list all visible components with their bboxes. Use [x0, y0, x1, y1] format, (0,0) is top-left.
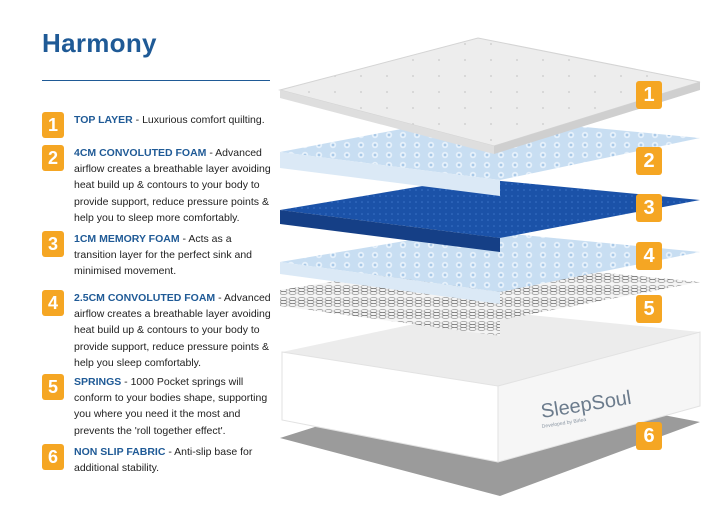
- feature-heading: 2.5CM CONVOLUTED FOAM: [74, 292, 216, 304]
- feature-heading: NON SLIP FABRIC: [74, 446, 166, 458]
- base-top: [282, 310, 700, 386]
- feature-convoluted-foam-2-5cm: 4 2.5CM CONVOLUTED FOAM - Advanced airfl…: [42, 290, 274, 371]
- number-badge-1: 1: [42, 112, 64, 138]
- top-layer-front: [280, 90, 494, 154]
- foam-2-front: [280, 152, 500, 196]
- feature-springs: 5 SPRINGS - 1000 Pocket springs will con…: [42, 374, 274, 439]
- feature-text: TOP LAYER - Luxurious comfort quilting.: [74, 112, 274, 128]
- foam-4-front: [280, 262, 500, 304]
- title-divider: [42, 80, 270, 81]
- layer-badge-3: 3: [636, 194, 662, 222]
- feature-convoluted-foam-4cm: 2 4CM CONVOLUTED FOAM - Advanced airflow…: [42, 145, 274, 226]
- layer-badge-1: 1: [636, 81, 662, 109]
- feature-text: SPRINGS - 1000 Pocket springs will confo…: [74, 374, 274, 439]
- feature-heading: SPRINGS: [74, 376, 122, 388]
- memory-foam-front: [280, 210, 500, 252]
- layer-badge-4: 4: [636, 242, 662, 270]
- feature-heading: 4CM CONVOLUTED FOAM: [74, 147, 207, 159]
- feature-description: - Advanced airflow creates a breathable …: [74, 147, 271, 224]
- mattress-exploded-diagram: SleepSoul Developed by Birlea: [278, 37, 701, 496]
- number-badge-4: 4: [42, 290, 64, 316]
- layer-3-memory-foam: [280, 178, 700, 238]
- layer-badge-6: 6: [636, 422, 662, 450]
- feature-top-layer: 1 TOP LAYER - Luxurious comfort quilting…: [42, 112, 274, 138]
- layer-badge-5: 5: [636, 295, 662, 323]
- springs-front: [280, 290, 500, 336]
- mattress-layers-illustration: SleepSoul Developed by Birlea 1 2 3 4 5 …: [270, 20, 720, 508]
- feature-description: - Acts as a transition layer for the per…: [74, 233, 253, 278]
- number-badge-5: 5: [42, 374, 64, 400]
- feature-heading: TOP LAYER: [74, 114, 133, 126]
- feature-non-slip-fabric: 6 NON SLIP FABRIC - Anti-slip base for a…: [42, 444, 274, 476]
- number-badge-2: 2: [42, 145, 64, 171]
- feature-description: - Luxurious comfort quilting.: [132, 114, 265, 126]
- feature-description: - Advanced airflow creates a breathable …: [74, 292, 271, 369]
- base-right-side: [497, 331, 701, 463]
- feature-memory-foam: 3 1CM MEMORY FOAM - Acts as a transition…: [42, 231, 274, 280]
- feature-text: 2.5CM CONVOLUTED FOAM - Advanced airflow…: [74, 290, 274, 371]
- feature-heading: 1CM MEMORY FOAM: [74, 233, 180, 245]
- feature-text: NON SLIP FABRIC - Anti-slip base for add…: [74, 444, 274, 476]
- number-badge-3: 3: [42, 231, 64, 257]
- layer-4-convoluted-foam: [280, 230, 700, 292]
- feature-description: - Anti-slip base for additional stabilit…: [74, 446, 253, 475]
- feature-description: - 1000 Pocket springs will conform to yo…: [74, 376, 268, 437]
- number-badge-6: 6: [42, 444, 64, 470]
- feature-text: 1CM MEMORY FOAM - Acts as a transition l…: [74, 231, 274, 280]
- page-title: Harmony: [42, 28, 157, 58]
- layer-badge-2: 2: [636, 147, 662, 175]
- feature-text: 4CM CONVOLUTED FOAM - Advanced airflow c…: [74, 145, 274, 226]
